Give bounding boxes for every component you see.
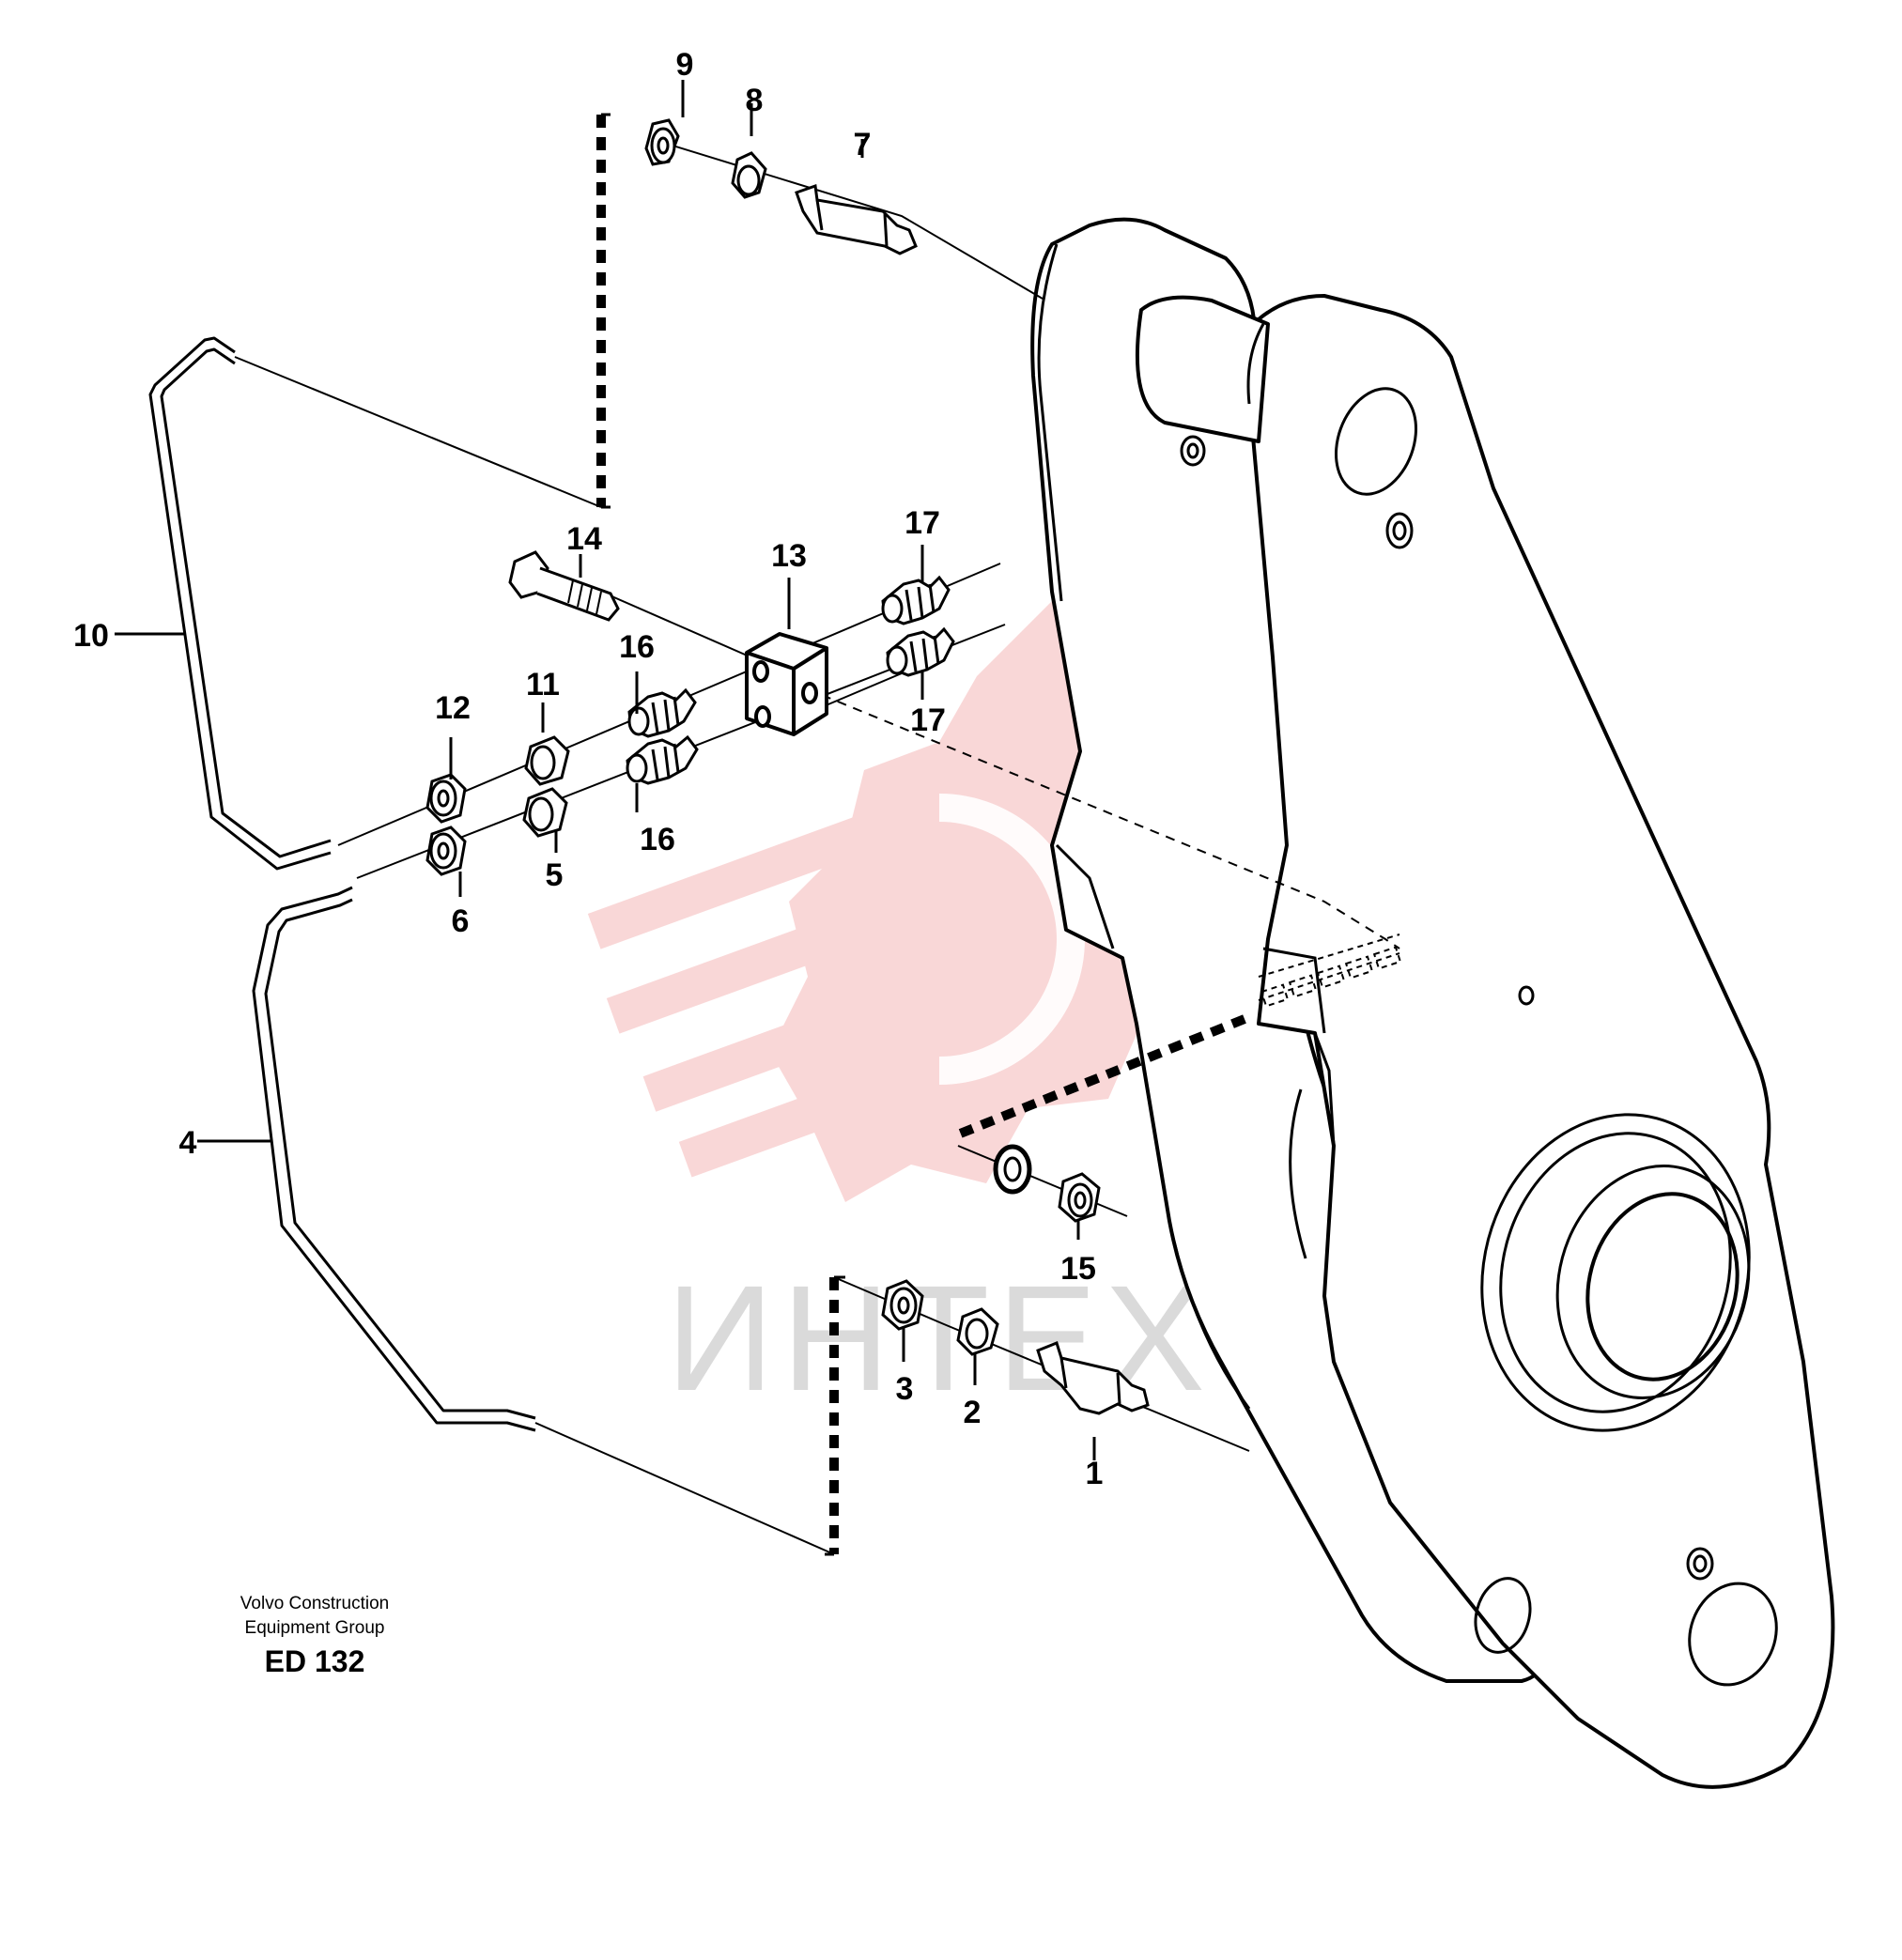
callout-7: 7 [854, 127, 872, 162]
nut-9 [644, 118, 680, 166]
callout-17-upper: 17 [905, 505, 940, 541]
bushing-11 [524, 735, 570, 786]
fitting-7 [795, 183, 918, 255]
callout-6: 6 [452, 903, 470, 939]
callout-15: 15 [1060, 1251, 1096, 1287]
break-lines [596, 115, 1246, 1554]
hidden-fitting-outline [1258, 934, 1402, 1008]
callout-leaders [115, 80, 1096, 1460]
callout-11: 11 [526, 667, 560, 702]
fitting-16-lower [626, 734, 699, 785]
callout-10: 10 [73, 618, 109, 654]
caption-company-line2: Equipment Group [244, 1618, 385, 1638]
callout-5: 5 [546, 857, 564, 893]
callout-14: 14 [566, 521, 602, 557]
block-13 [745, 632, 828, 736]
nut-15 [1058, 1172, 1101, 1223]
callout-labels: 1 2 3 4 5 6 7 8 9 10 11 12 13 14 15 16 1… [73, 47, 1103, 1491]
fitting-17-lower [886, 626, 955, 677]
callout-12: 12 [435, 690, 471, 726]
washer-15 [993, 1144, 1032, 1195]
tube-10 [148, 336, 332, 871]
callout-13: 13 [771, 538, 807, 574]
bushing-5 [522, 787, 568, 838]
callout-3: 3 [896, 1371, 914, 1407]
callout-17-lower: 17 [910, 702, 946, 738]
caption-company-line1: Volvo Construction [240, 1594, 390, 1613]
bushing-8 [731, 151, 767, 199]
watermark-logo-cutout [938, 794, 1085, 1085]
callout-1: 1 [1086, 1456, 1104, 1491]
callout-4: 4 [179, 1125, 197, 1161]
nut-6 [425, 826, 467, 876]
nut-3 [881, 1279, 924, 1331]
bushing-2 [956, 1307, 999, 1356]
fitting-16-upper [627, 687, 697, 738]
nut-12 [425, 773, 467, 824]
callout-2: 2 [964, 1395, 982, 1430]
hidden-leader [821, 694, 1400, 949]
bolt-14 [508, 550, 620, 622]
callout-16-lower: 16 [640, 822, 675, 857]
link-arm-details [1037, 243, 1778, 1687]
caption-drawing-code: ED 132 [264, 1644, 365, 1678]
callout-16-upper: 16 [619, 629, 655, 665]
fitting-17-upper [881, 575, 951, 625]
fitting-1 [1036, 1341, 1150, 1415]
link-arm [1030, 217, 1835, 1789]
caption-block: Volvo Construction Equipment Group ED 13… [202, 1592, 427, 1679]
callout-8: 8 [746, 83, 764, 118]
tube-4 [252, 886, 536, 1432]
callout-9: 9 [676, 47, 694, 83]
